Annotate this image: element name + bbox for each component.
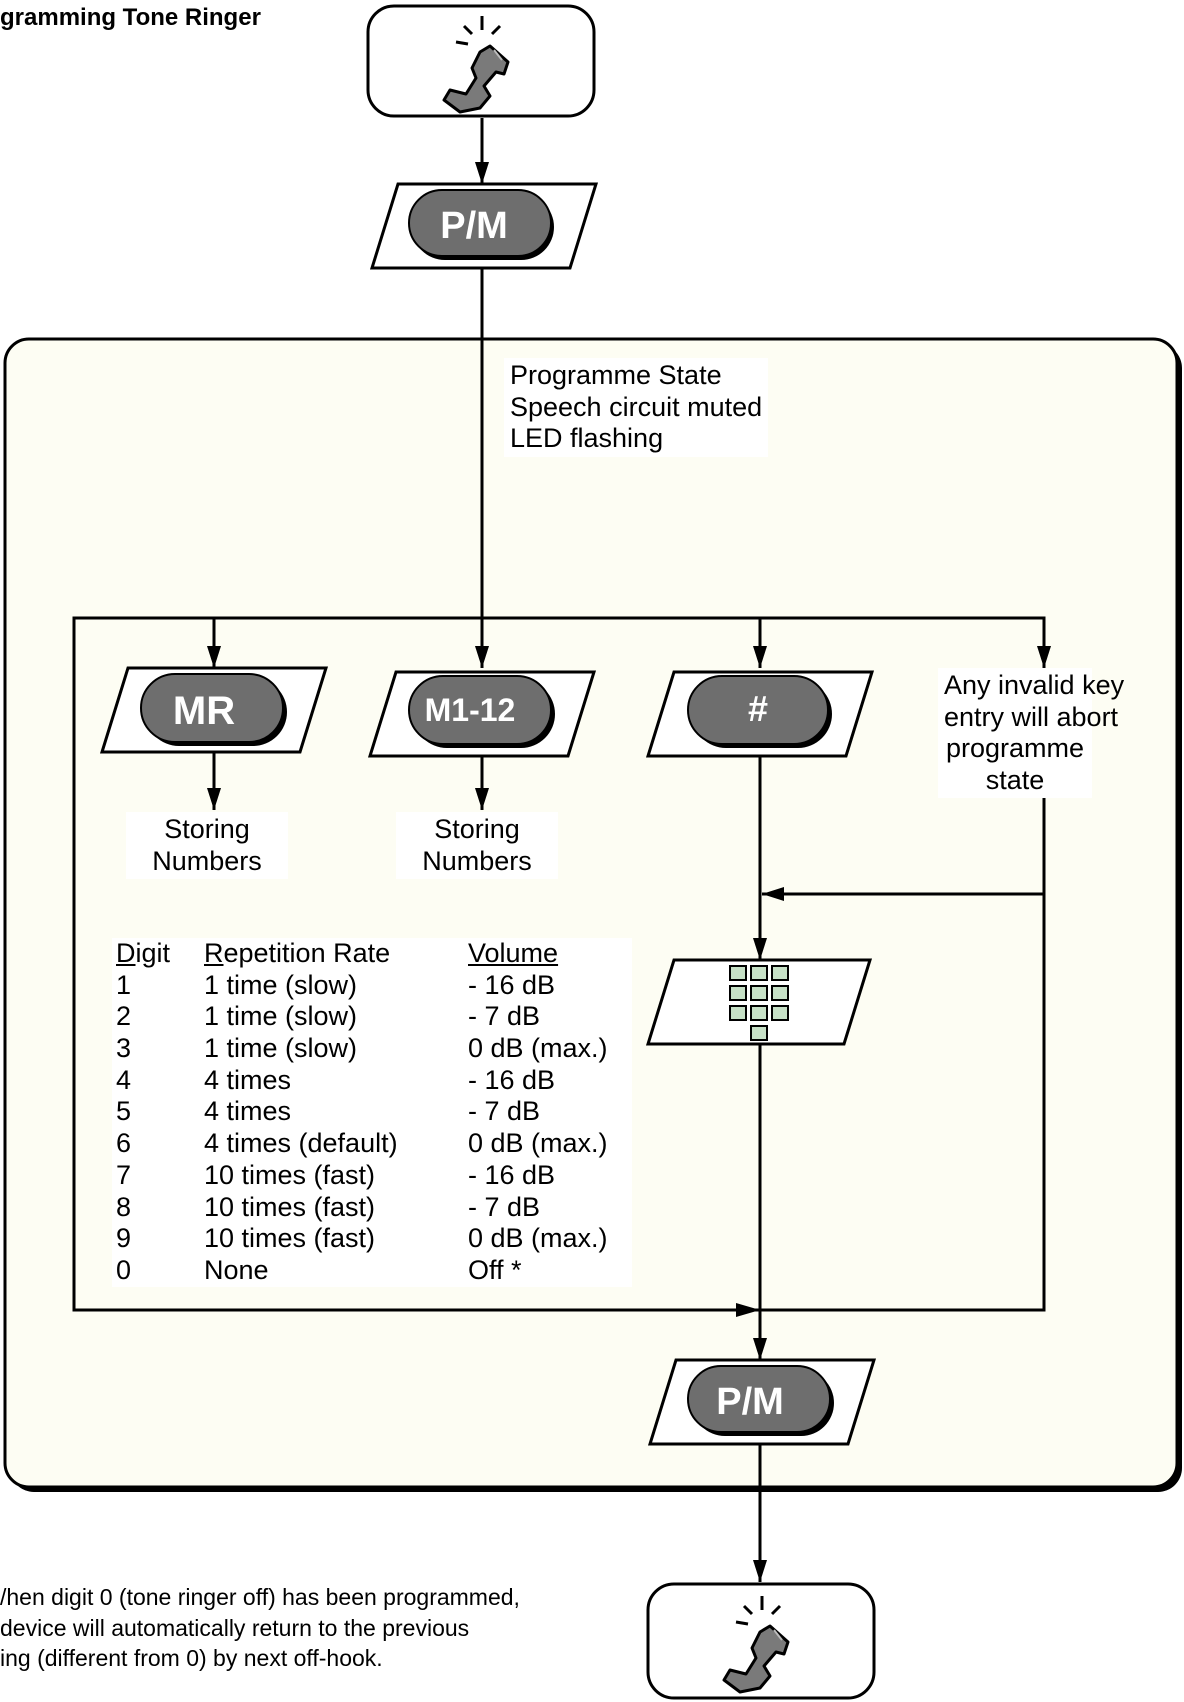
volume-cell: - 16 dB xyxy=(468,969,556,1000)
volume-cell: 0 dB (max.) xyxy=(468,1033,608,1064)
header-volume: Volume xyxy=(468,938,559,968)
pm-key-top-label: P/M xyxy=(440,205,508,247)
digit-cell: 7 xyxy=(116,1159,132,1190)
hash-key-label: # xyxy=(748,688,768,729)
storing-line: Storing xyxy=(164,814,250,844)
digit-cell: 4 xyxy=(116,1064,132,1095)
header-digit: Digit xyxy=(116,938,171,968)
footnote-line: /hen digit 0 (tone ringer off) has been … xyxy=(0,1584,520,1610)
repetition-rate-cell: 10 times (fast) xyxy=(204,1223,376,1254)
table-header: Digit Repetition Rate Volume xyxy=(116,938,628,970)
m1-12-key-label: M1-12 xyxy=(425,692,516,728)
pm-key-bottom[interactable] xyxy=(687,1365,831,1433)
table-row: 0 None Off * xyxy=(116,1255,628,1287)
repetition-rate-cell: 10 times (fast) xyxy=(204,1191,376,1222)
diagram-title: gramming Tone Ringer xyxy=(0,4,261,31)
mr-key[interactable] xyxy=(140,673,284,743)
ringer-settings-table: Digit Repetition Rate Volume 1 1 time (sl… xyxy=(112,938,632,1287)
digit-cell: 8 xyxy=(116,1191,132,1222)
invalid-key-line: state xyxy=(985,764,1045,795)
repetition-rate-cell: 4 times xyxy=(204,1064,292,1095)
mr-key-label: MR xyxy=(173,689,235,733)
hash-key[interactable] xyxy=(687,675,829,745)
table-row: 4 4 times - 16 dB xyxy=(116,1065,628,1097)
table-row: 5 4 times - 7 dB xyxy=(116,1096,628,1128)
invalid-key-line: programme xyxy=(945,733,1085,763)
volume-cell: - 16 dB xyxy=(468,1159,556,1190)
repetition-rate-cell: 4 times (default) xyxy=(204,1128,398,1159)
volume-cell: - 7 dB xyxy=(468,1001,541,1032)
footnote-line: ing (different from 0) by next off-hook. xyxy=(0,1645,383,1671)
programme-state-line: LED flashing xyxy=(510,423,664,453)
storing-line: Storing xyxy=(434,814,520,844)
table-row: 2 1 time (slow) - 7 dB xyxy=(116,1001,628,1033)
table-row: 9 10 times (fast) 0 dB (max.) xyxy=(116,1223,628,1255)
keypad-icon xyxy=(729,965,789,1041)
digit-cell: 6 xyxy=(116,1128,132,1159)
programme-state-line: Speech circuit muted xyxy=(510,391,763,422)
digit-cell: 9 xyxy=(116,1223,132,1254)
table-row: 3 1 time (slow) 0 dB (max.) xyxy=(116,1033,628,1065)
footnote-line: device will automatically return to the … xyxy=(0,1614,470,1641)
programme-state-panel xyxy=(3,337,1179,1489)
storing-line: Numbers xyxy=(422,845,532,876)
keypad-box xyxy=(645,958,873,1046)
storing-numbers-m1-12: Storing Numbers xyxy=(396,812,558,879)
footnote: /hen digit 0 (tone ringer off) has been … xyxy=(0,1582,520,1674)
digit-cell: 5 xyxy=(116,1096,132,1127)
volume-cell: 0 dB (max.) xyxy=(468,1223,608,1254)
digit-cell: 3 xyxy=(116,1033,132,1064)
volume-cell: - 7 dB xyxy=(468,1191,541,1222)
repetition-rate-cell: 4 times xyxy=(204,1096,292,1127)
volume-cell: 0 dB (max.) xyxy=(468,1128,608,1159)
invalid-key-line: entry will abort xyxy=(944,701,1119,732)
m1-12-key[interactable] xyxy=(408,675,552,745)
digit-cell: 1 xyxy=(116,969,132,1000)
repetition-rate-cell: 1 time (slow) xyxy=(204,969,358,1000)
table-row: 1 1 time (slow) - 16 dB xyxy=(116,970,628,1002)
volume-cell: - 7 dB xyxy=(468,1096,541,1127)
programme-state-note: Programme State Speech circuit muted LED… xyxy=(504,358,769,457)
repetition-rate-cell: None xyxy=(204,1254,269,1285)
programme-state-line: Programme State xyxy=(510,360,722,390)
invalid-key-note: Any invalid key entry will abort program… xyxy=(938,668,1125,798)
digit-cell: 2 xyxy=(116,1001,132,1032)
repetition-rate-cell: 10 times (fast) xyxy=(204,1159,376,1190)
pm-key-bottom-label: P/M xyxy=(716,1381,784,1423)
repetition-rate-cell: 1 time (slow) xyxy=(204,1033,358,1064)
storing-numbers-mr: Storing Numbers xyxy=(126,812,288,879)
pm-key-top[interactable] xyxy=(408,189,552,257)
digit-cell: 0 xyxy=(116,1254,132,1285)
volume-cell: Off * xyxy=(468,1254,522,1285)
invalid-key-line: Any invalid key xyxy=(944,670,1125,700)
volume-cell: - 16 dB xyxy=(468,1064,556,1095)
table-row: 6 4 times (default) 0 dB (max.) xyxy=(116,1128,628,1160)
repetition-rate-cell: 1 time (slow) xyxy=(204,1001,358,1032)
table-row: 8 10 times (fast) - 7 dB xyxy=(116,1192,628,1224)
header-repetition-rate: Repetition Rate xyxy=(204,938,391,968)
table-row: 7 10 times (fast) - 16 dB xyxy=(116,1160,628,1192)
storing-line: Numbers xyxy=(152,845,262,876)
